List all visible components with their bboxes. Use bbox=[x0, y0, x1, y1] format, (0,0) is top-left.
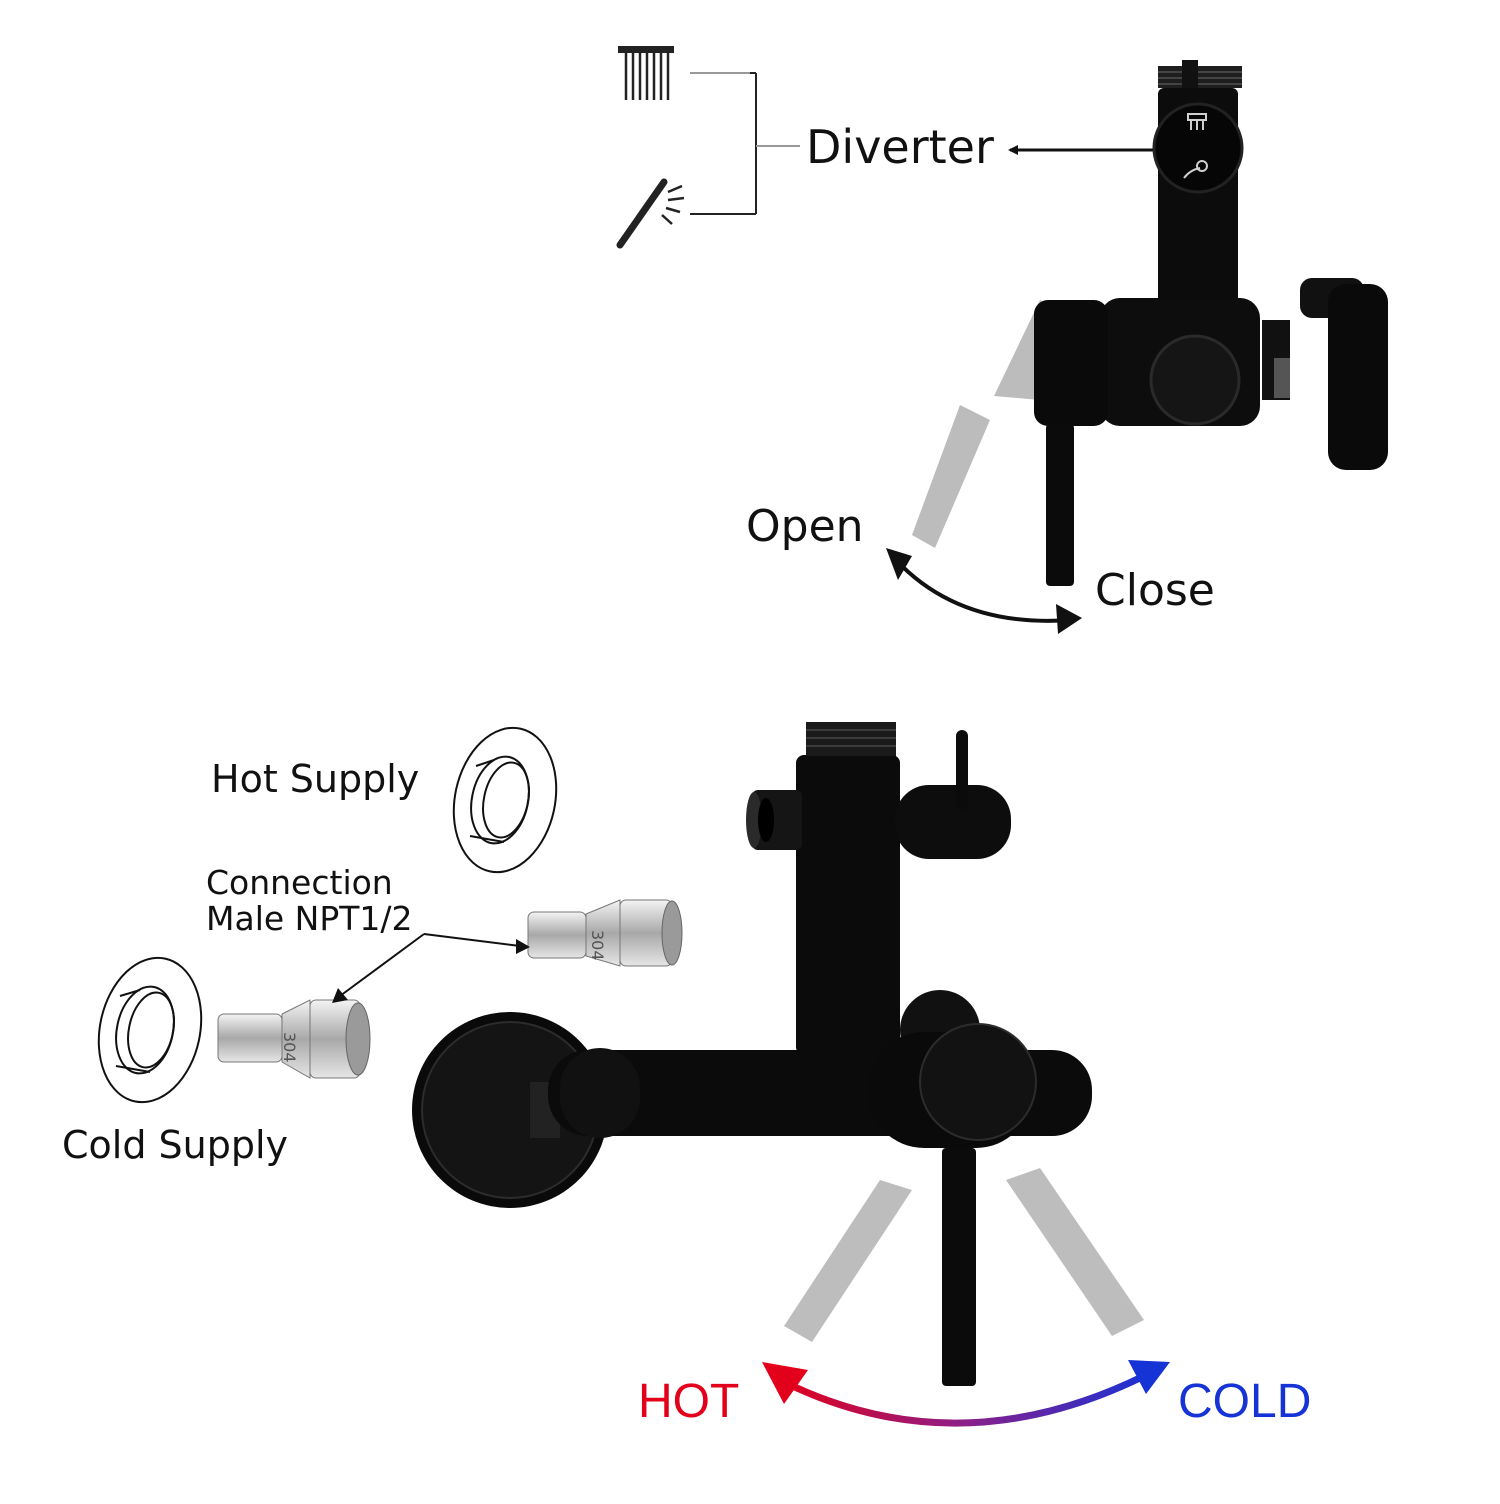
ghost-cold-handle bbox=[1006, 1168, 1144, 1336]
cold-label: COLD bbox=[1178, 1375, 1312, 1428]
hot-supply-label: Hot Supply bbox=[211, 757, 420, 801]
connection-label: Connection Male NPT1/2 bbox=[206, 865, 413, 937]
close-label: Close bbox=[1095, 565, 1215, 616]
mixer-handle bbox=[942, 1148, 976, 1386]
hot-cold-arrow bbox=[778, 1368, 1154, 1427]
connection-pointers bbox=[339, 933, 521, 997]
open-close-arrow bbox=[894, 558, 1071, 623]
hot-label: HOT bbox=[638, 1375, 740, 1428]
closed-handle bbox=[1046, 424, 1074, 586]
diverter-knob bbox=[1152, 102, 1244, 194]
open-label: Open bbox=[746, 501, 864, 552]
lower-fitting-stamp: 304 bbox=[280, 1032, 299, 1063]
upper-connection-fitting: 304 bbox=[527, 899, 683, 967]
lower-connection-fitting: 304 bbox=[217, 999, 371, 1079]
cold-supply-label: Cold Supply bbox=[62, 1123, 289, 1167]
ghost-hot-handle bbox=[784, 1180, 912, 1342]
connection-label-line1: Connection bbox=[206, 863, 393, 902]
cold-supply-escutcheon bbox=[97, 956, 203, 1104]
hand-shower-icon bbox=[616, 178, 685, 249]
connection-label-line2: Male NPT1/2 bbox=[206, 899, 413, 938]
hot-supply-escutcheon bbox=[452, 726, 558, 874]
diverter-bracket bbox=[690, 72, 800, 215]
top-valve bbox=[912, 60, 1388, 586]
diverter-label: Diverter bbox=[806, 120, 994, 174]
rain-shower-icon bbox=[618, 46, 674, 100]
bottom-valve bbox=[412, 722, 1144, 1386]
upper-fitting-stamp: 304 bbox=[588, 930, 607, 961]
